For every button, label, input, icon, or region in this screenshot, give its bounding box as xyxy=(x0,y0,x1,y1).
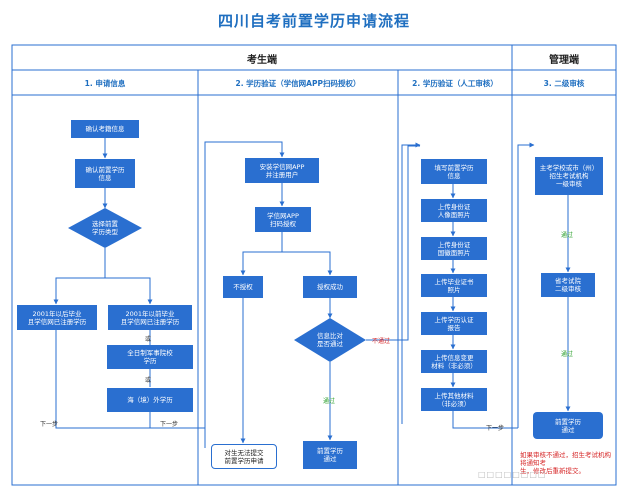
label-pass-compare: 通过 xyxy=(323,398,336,405)
column-header-second-review: 3. 二级审核 xyxy=(543,79,585,88)
node-upload-cert: 上传毕业证书 照片 xyxy=(421,274,487,297)
label-pass-prov: 通过 xyxy=(561,351,574,358)
page-title: 四川自考前置学历申请流程 xyxy=(217,12,410,30)
node-overseas: 海（境）外学历 xyxy=(107,388,193,412)
node-city-review: 主考学校或市（州） 招生考试机构 一级审核 xyxy=(535,157,603,195)
node-confirm-edu: 确认前置学历 信息 xyxy=(75,159,135,188)
node-prov-review: 省考试院 二级审核 xyxy=(541,273,595,297)
node-prior-pass-final: 前置学历 通过 xyxy=(533,412,603,439)
node-upload-change: 上传信息变更 材料（非必须） xyxy=(421,350,487,373)
node-scan-auth: 学信网APP 扫码授权 xyxy=(255,207,311,232)
node-cannot-submit: 对生无法提交 前置学历申请 xyxy=(211,444,277,469)
node-confirm-info: 确认考籍信息 xyxy=(71,120,139,138)
column-header-manual-verify: 2. 学历验证（人工审核） xyxy=(412,79,498,88)
node-upload-id-emblem: 上传身份证 国徽面照片 xyxy=(421,237,487,260)
node-after-2001: 2001年以后毕业 且学信网已注册学历 xyxy=(17,305,97,330)
compare-diamond xyxy=(294,318,366,362)
node-before-2001: 2001年以前毕业 且学信网已注册学历 xyxy=(108,305,192,330)
label-or-2: 或 xyxy=(145,377,152,384)
column-header-apply: 1. 申请信息 xyxy=(84,79,126,88)
node-fill-edu: 填写前置学历 信息 xyxy=(421,159,487,184)
rejection-note: 如果审核不通过，招生考试机构将通知考 生，修改后重新提交。 xyxy=(520,451,611,475)
label-or-1: 或 xyxy=(145,336,152,343)
node-auth-ok: 授权成功 xyxy=(303,276,357,298)
label-fail: 不通过 xyxy=(372,338,391,345)
node-prior-pass-app: 前置学历 通过 xyxy=(303,441,357,469)
node-fulltime-military: 全日制军事院校 学历 xyxy=(107,345,193,369)
label-next-1: 下一步 xyxy=(40,421,59,428)
node-upload-verify: 上传学历认证 报告 xyxy=(421,312,487,335)
label-next-3: 下一步 xyxy=(486,425,505,432)
section-candidate: 考生端 xyxy=(247,55,277,66)
section-admin: 管理端 xyxy=(549,55,579,66)
label-pass-city: 通过 xyxy=(561,232,574,239)
node-upload-other: 上传其他材料 （非必须） xyxy=(421,388,487,411)
node-upload-id-portrait: 上传身份证 人像面照片 xyxy=(421,199,487,222)
node-install-app: 安装学信网APP 并注册用户 xyxy=(245,158,319,183)
column-header-app-verify: 2. 学历验证（学信网APP扫码授权） xyxy=(235,79,361,88)
label-next-2: 下一步 xyxy=(160,421,179,428)
outer-frame xyxy=(11,44,617,486)
node-choose-type: 选择前置 学历类型 xyxy=(92,220,118,236)
watermark: □□□□□□□□ xyxy=(478,470,547,479)
node-compare: 信息比对 是否通过 xyxy=(317,332,343,348)
choose-type-diamond xyxy=(68,208,142,248)
node-not-auth: 不授权 xyxy=(223,276,263,298)
